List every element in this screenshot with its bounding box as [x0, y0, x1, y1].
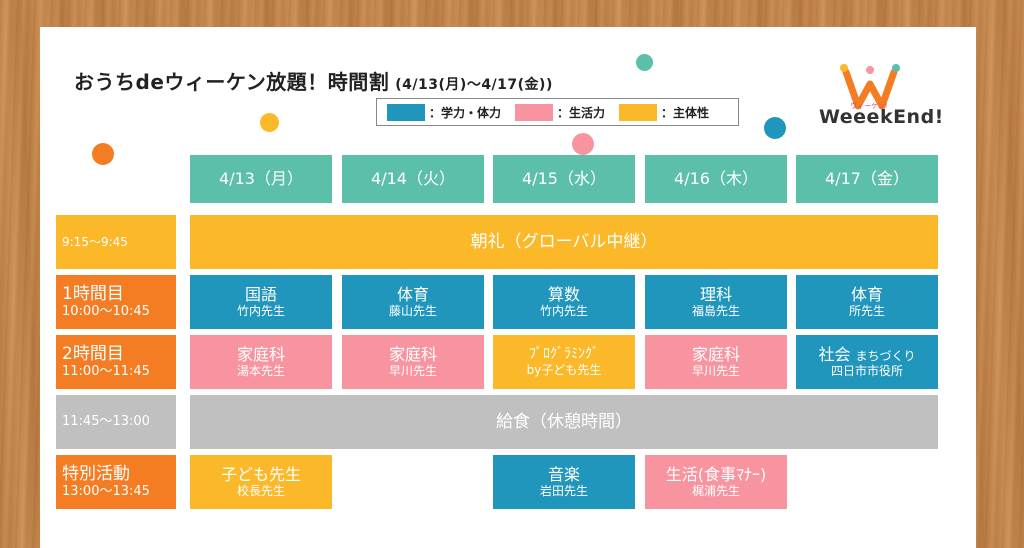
decor-dot-yellow: [260, 113, 279, 132]
day-header-mon: 4/13（月）: [190, 155, 332, 203]
class-p2-tue: 家庭科早川先生: [342, 335, 484, 389]
legend-swatch: [619, 103, 658, 121]
legend-item-life: ：生活力: [515, 103, 605, 121]
legend-swatch: [387, 103, 425, 121]
day-header-wed: 4/15（水）: [493, 155, 635, 203]
class-p2-mon: 家庭科湯本先生: [190, 335, 332, 389]
class-p2-fri: 社会 まちづくり四日市市役所: [796, 335, 938, 389]
class-special-mon: 子ども先生校長先生: [190, 455, 332, 509]
time-morning: 9:15〜9:45: [56, 215, 176, 269]
decor-dot-orange: [92, 143, 114, 165]
weeekend-logo-icon: [840, 64, 900, 110]
page-title: おうちdeウィーケン放題！時間割(4/13(月)〜4/17(金)): [74, 70, 553, 94]
day-header-thu: 4/16（木）: [645, 155, 787, 203]
class-p1-thu: 理科福島先生: [645, 275, 787, 329]
class-p1-fri: 体育所先生: [796, 275, 938, 329]
class-special-wed: 音楽岩田先生: [493, 455, 635, 509]
logo-small-text: ウィーケン!: [850, 102, 888, 110]
legend-item-academic: ：学力・体力: [387, 103, 501, 121]
legend-item-initiative: ：主体性: [619, 103, 709, 121]
class-p1-tue: 体育藤山先生: [342, 275, 484, 329]
decor-dot-teal: [636, 54, 653, 71]
class-p1-wed: 算数竹内先生: [493, 275, 635, 329]
time-lunch: 11:45〜13:00: [56, 395, 176, 449]
legend-swatch: [515, 103, 554, 121]
page-subtitle: (4/13(月)〜4/17(金)): [395, 77, 553, 93]
morning-assembly: 朝礼（グローバル中継）: [190, 215, 938, 269]
logo-text: WeeekEnd!: [819, 106, 944, 128]
class-p1-mon: 国語竹内先生: [190, 275, 332, 329]
legend: ：学力・体力 ：生活力 ：主体性: [376, 98, 739, 126]
class-special-thu: 生活(食事ﾏﾅｰ)梶浦先生: [645, 455, 787, 509]
class-p2-thu: 家庭科早川先生: [645, 335, 787, 389]
day-header-fri: 4/17（金）: [796, 155, 938, 203]
day-header-tue: 4/14（火）: [342, 155, 484, 203]
lunch-break: 給食（休憩時間）: [190, 395, 938, 449]
decor-dot-pink: [572, 133, 594, 155]
decor-dot-blue: [764, 117, 786, 139]
